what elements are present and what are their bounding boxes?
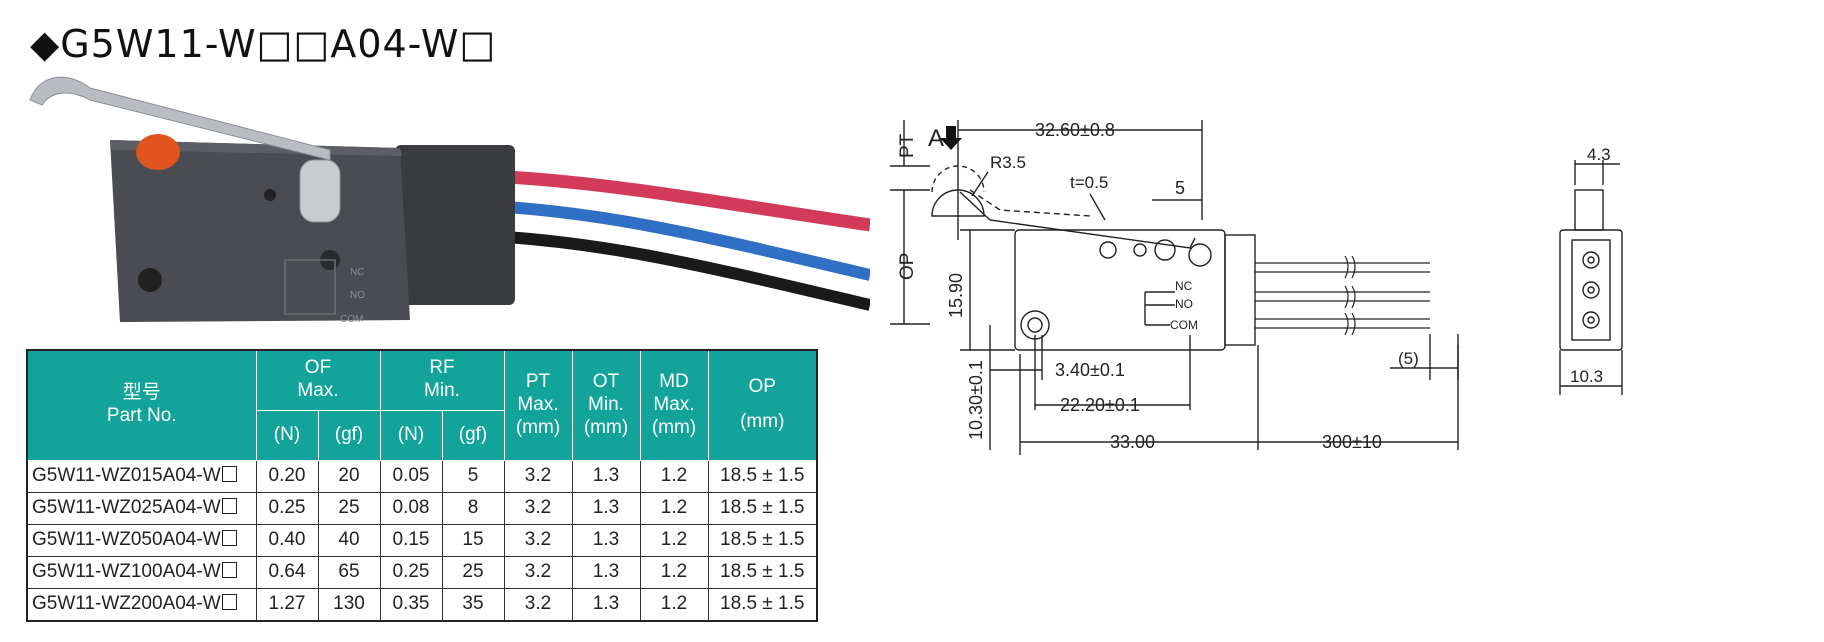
cell-part-no: G5W11-WZ100A04-W — [26, 555, 257, 589]
dimension-drawing: PT OP A 32.60±0.8 R3.5 t=0.5 5 NC NO COM — [890, 120, 1623, 455]
cell-of-gf: 65 — [317, 555, 381, 589]
cell-part-no: G5W11-WZ050A04-W — [26, 523, 257, 557]
cell-pt: 3.2 — [503, 587, 573, 621]
label-com: COM — [1170, 318, 1198, 332]
cell-pt: 3.2 — [503, 555, 573, 589]
header-md: MD Max. (mm) — [639, 349, 709, 461]
cell-of-n: 1.27 — [255, 587, 319, 621]
header-rf: RF Min. — [379, 349, 505, 411]
label-thickness: t=0.5 — [1070, 173, 1108, 192]
label-op: OP — [897, 253, 918, 280]
cell-rf-n: 0.35 — [379, 587, 443, 621]
cell-of-gf: 20 — [317, 459, 381, 493]
cell-rf-gf: 15 — [441, 523, 505, 557]
cell-op: 18.5 ± 1.5 — [707, 587, 818, 621]
cell-op: 18.5 ± 1.5 — [707, 555, 818, 589]
dim-1030: 10.30±0.1 — [966, 360, 986, 440]
cell-pt: 3.2 — [503, 523, 573, 557]
cell-ot: 1.3 — [571, 459, 641, 493]
label-no: NO — [1175, 297, 1193, 311]
cell-part-no: G5W11-WZ015A04-W — [26, 459, 257, 493]
placeholder-box — [221, 466, 237, 482]
header-pt: PT Max. (mm) — [503, 349, 573, 461]
cell-md: 1.2 — [639, 523, 709, 557]
cell-of-n: 0.20 — [255, 459, 319, 493]
cell-of-n: 0.25 — [255, 491, 319, 525]
placeholder-box — [221, 498, 237, 514]
cell-of-n: 0.40 — [255, 523, 319, 557]
header-rf-gf: (gf) — [441, 409, 505, 461]
cell-ot: 1.3 — [571, 523, 641, 557]
dim-43: 4.3 — [1587, 145, 1611, 164]
header-ot: OT Min. (mm) — [571, 349, 641, 461]
cell-part-no: G5W11-WZ200A04-W — [26, 587, 257, 621]
photo-label-com: COM — [340, 314, 363, 325]
cell-of-gf: 130 — [317, 587, 381, 621]
cell-rf-gf: 5 — [441, 459, 505, 493]
cell-pt: 3.2 — [503, 491, 573, 525]
cell-ot: 1.3 — [571, 491, 641, 525]
page-title: ◆G5W11-W□□A04-W□ — [30, 22, 497, 66]
dim-103: 10.3 — [1570, 367, 1603, 386]
dim-height: 15.90 — [946, 273, 966, 318]
cell-md: 1.2 — [639, 459, 709, 493]
cell-md: 1.2 — [639, 491, 709, 525]
cell-rf-n: 0.05 — [379, 459, 443, 493]
cell-ot: 1.3 — [571, 587, 641, 621]
cell-rf-n: 0.25 — [379, 555, 443, 589]
label-radius: R3.5 — [990, 153, 1026, 172]
cell-op: 18.5 ± 1.5 — [707, 523, 818, 557]
label-pt: PT — [897, 133, 918, 158]
dim-340: 3.40±0.1 — [1055, 360, 1125, 380]
header-of-gf: (gf) — [317, 409, 381, 461]
cell-pt: 3.2 — [503, 459, 573, 493]
cell-of-gf: 40 — [317, 523, 381, 557]
cell-ot: 1.3 — [571, 555, 641, 589]
placeholder-box — [221, 562, 237, 578]
cell-md: 1.2 — [639, 555, 709, 589]
dim-paren5: (5) — [1398, 349, 1419, 368]
cell-part-no: G5W11-WZ025A04-W — [26, 491, 257, 525]
label-nc: NC — [1175, 279, 1193, 293]
spec-table: 型号 Part No. OF Max. RF Min. PT Max. (mm)… — [26, 349, 818, 622]
header-rf-n: (N) — [379, 409, 443, 461]
dim-width: 32.60±0.8 — [1035, 120, 1115, 140]
cell-of-n: 0.64 — [255, 555, 319, 589]
photo-label-nc: NC — [350, 267, 364, 278]
header-part-no: 型号 Part No. — [26, 349, 257, 461]
dim-300: 300±10 — [1322, 432, 1382, 452]
cell-rf-gf: 8 — [441, 491, 505, 525]
header-of: OF Max. — [255, 349, 381, 411]
view-label-a: A — [928, 125, 944, 152]
cell-rf-gf: 25 — [441, 555, 505, 589]
dim-33: 33.00 — [1110, 432, 1155, 452]
product-photo: NC NO COM — [29, 76, 870, 325]
cell-rf-gf: 35 — [441, 587, 505, 621]
placeholder-box — [221, 594, 237, 610]
placeholder-box — [221, 530, 237, 546]
photo-label-no: NO — [350, 290, 365, 301]
cell-rf-n: 0.15 — [379, 523, 443, 557]
dim-5: 5 — [1175, 178, 1185, 198]
cell-op: 18.5 ± 1.5 — [707, 491, 818, 525]
cell-md: 1.2 — [639, 587, 709, 621]
header-of-n: (N) — [255, 409, 319, 461]
header-op: OP (mm) — [707, 349, 818, 461]
cell-rf-n: 0.08 — [379, 491, 443, 525]
cell-of-gf: 25 — [317, 491, 381, 525]
cell-op: 18.5 ± 1.5 — [707, 459, 818, 493]
dim-2220: 22.20±0.1 — [1060, 395, 1140, 415]
